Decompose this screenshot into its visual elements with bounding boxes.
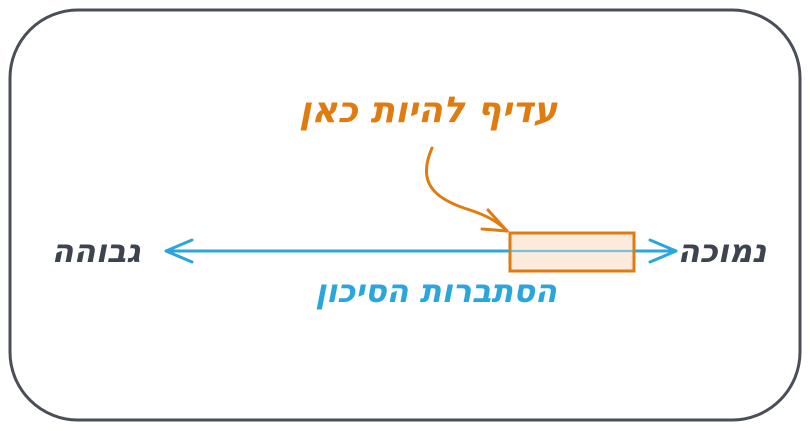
diagram-frame bbox=[8, 8, 802, 422]
axis-arrowhead-right bbox=[648, 238, 678, 264]
axis-arrowhead-left bbox=[164, 238, 194, 264]
axis-label: הסתברות הסיכון bbox=[315, 272, 557, 310]
callout-arrow bbox=[424, 146, 509, 233]
low-label: נמוכה bbox=[678, 232, 767, 270]
callout-text: עדיף להיות כאן bbox=[299, 90, 558, 131]
high-label: גבוהה bbox=[52, 232, 141, 270]
callout-arrowhead bbox=[480, 208, 509, 233]
